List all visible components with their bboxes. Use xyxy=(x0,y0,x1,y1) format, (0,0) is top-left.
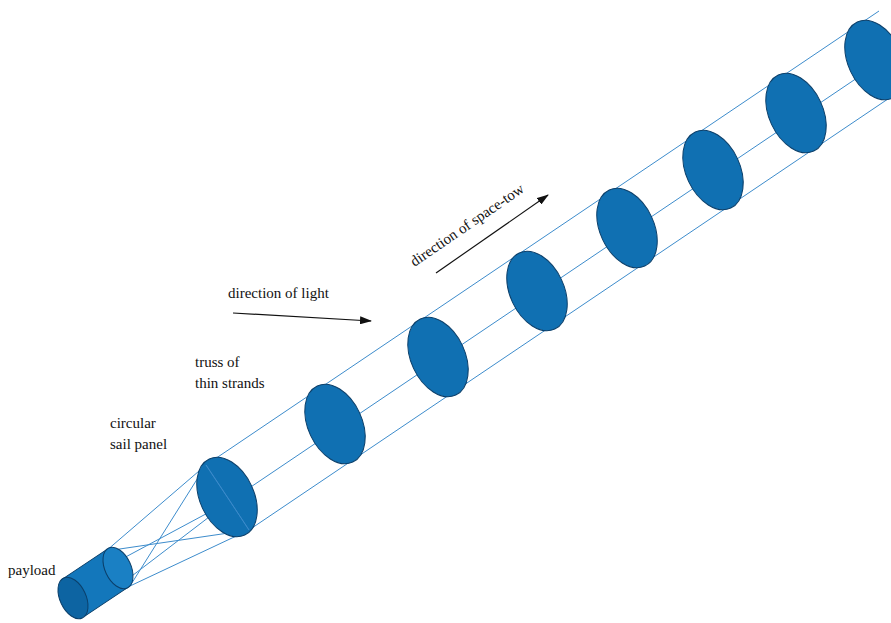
part-label: circular sail panel xyxy=(110,413,173,455)
part-label: payload xyxy=(8,560,55,581)
panel-truss xyxy=(206,465,249,530)
sail-panels xyxy=(185,11,891,547)
direction-label: direction of light xyxy=(228,283,329,304)
sail-panel xyxy=(185,448,269,547)
cylinder-front-cap xyxy=(52,573,94,623)
sail-panel xyxy=(293,375,377,474)
sail-panel xyxy=(495,242,579,341)
panel-strand xyxy=(206,465,249,530)
sail-panel xyxy=(833,11,891,110)
sail-panel xyxy=(671,121,755,220)
panel-strand xyxy=(206,465,230,501)
light-arrow xyxy=(233,313,371,321)
sail-panel xyxy=(396,308,480,407)
cylinder-back-cap xyxy=(97,543,139,594)
sail-panel xyxy=(754,64,838,163)
direction-label: direction of space-tow xyxy=(406,179,528,272)
truss-strand xyxy=(230,47,891,501)
tether xyxy=(130,530,249,586)
payload-cylinder xyxy=(52,543,139,623)
truss-strands xyxy=(206,11,891,530)
panel-strand xyxy=(230,501,249,530)
part-label: truss of thin strands xyxy=(195,352,266,394)
sail-panel xyxy=(585,179,669,278)
